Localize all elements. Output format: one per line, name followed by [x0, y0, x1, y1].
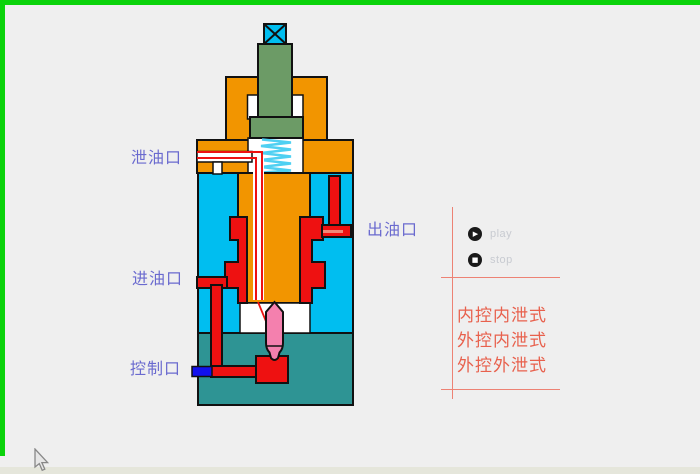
- valve-spool: [237, 172, 311, 304]
- stop-icon: ■: [468, 253, 482, 267]
- panel-divider-top: [441, 277, 560, 278]
- drain-line-inner: [197, 157, 257, 300]
- outlet-channel-vertical: [328, 175, 341, 229]
- stop-button-label: stop: [490, 254, 513, 266]
- play-button[interactable]: ▶ play: [468, 227, 512, 241]
- mouse-cursor-icon: [34, 448, 50, 472]
- label-inlet-port: 进油口: [132, 269, 184, 288]
- drain-gap: [212, 161, 223, 175]
- cap-slot-left: [246, 94, 260, 120]
- control-channel-base: [210, 365, 260, 378]
- spring-seat: [249, 116, 304, 139]
- window-border-left: [0, 0, 5, 456]
- flow-stripe: [323, 230, 343, 233]
- label-drain-port: 泄油口: [131, 148, 183, 167]
- control-port-stub: [191, 365, 213, 378]
- menu-item-external-control-external-drain[interactable]: 外控外泄式: [457, 356, 547, 376]
- label-control-port: 控制口: [130, 359, 182, 378]
- panel-divider-vertical: [452, 207, 453, 399]
- menu-item-internal-control-internal-drain[interactable]: 内控内泄式: [457, 306, 547, 326]
- pilot-poppet: [265, 300, 284, 361]
- adjustment-screw: [257, 43, 293, 121]
- window-border-top: [0, 0, 700, 5]
- panel-divider-bottom: [441, 389, 560, 390]
- drain-line-outer: [197, 151, 263, 300]
- cap-slot-right: [290, 94, 304, 120]
- drain-slot: [196, 150, 253, 163]
- window-bottom-bar: [0, 467, 700, 474]
- spring-icon: [260, 138, 292, 174]
- label-outlet-port: 出油口: [367, 220, 419, 239]
- pilot-chamber-box: [255, 355, 289, 384]
- control-channel-vertical: [210, 284, 223, 369]
- play-button-label: play: [490, 228, 513, 240]
- play-icon: ▶: [468, 227, 482, 241]
- leak-passage: [253, 158, 264, 300]
- adjustment-knob-icon: [263, 23, 287, 45]
- menu-item-external-control-internal-drain[interactable]: 外控内泄式: [457, 331, 547, 351]
- stop-button[interactable]: ■ stop: [468, 253, 513, 267]
